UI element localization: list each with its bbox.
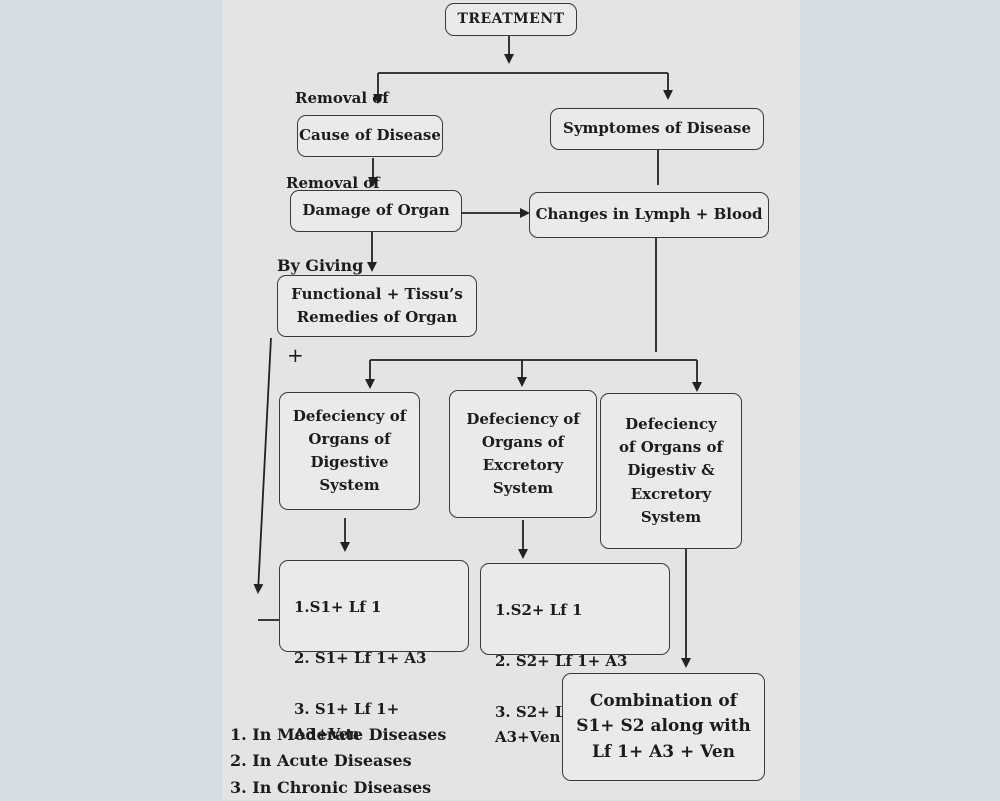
remedy-digestive-box: 1.S1+ Lf 1 2. S1+ Lf 1+ A3 3. S1+ Lf 1+ … [279, 560, 469, 743]
legend-list: 1. In Moderate Diseases 2. In Acute Dise… [230, 722, 446, 801]
legend-item-moderate: 1. In Moderate Diseases [230, 725, 447, 744]
changes-lymph-blood-box: Changes in Lymph + Blood [529, 192, 769, 238]
legend-item-chronic: 3. In Chronic Diseases [230, 777, 432, 797]
deficiency-excretory-box: Defeciency of Organs of Excretory System [449, 390, 597, 518]
combination-box: Combination of S1+ S2 along with Lf 1+ A… [562, 673, 765, 781]
plus-sign: + [287, 343, 304, 367]
deficiency-digestive-box: Defeciency of Organs of Digestive System [279, 392, 420, 510]
remedy-digestive-line-1: 1.S1+ Lf 1 [294, 597, 382, 616]
remedy-excretory-line-1: 1.S2+ Lf 1 [495, 600, 583, 619]
symptoms-of-disease-box: Symptomes of Disease [550, 108, 764, 150]
remedy-digestive-line-2: 2. S1+ Lf 1+ A3 [294, 648, 427, 667]
damage-of-organ-box: Damage of Organ [290, 190, 462, 232]
remedy-excretory-box: 1.S2+ Lf 1 2. S2+ Lf 1+ A3 3. S2+ Lf 1+ … [480, 563, 670, 746]
treatment-box: TREATMENT [445, 3, 577, 36]
functional-tissue-remedies-box: Functional + Tissu’s Remedies of Organ [277, 275, 477, 337]
deficiency-digestive-excretory-box: Defeciency of Organs of Digestiv & Excre… [600, 393, 742, 549]
removal-of-label-2: Removal of [286, 174, 380, 192]
removal-of-label-1: Removal of [295, 89, 389, 107]
by-giving-label: By Giving [277, 256, 364, 275]
legend-item-acute: 2. In Acute Diseases [230, 751, 412, 771]
cause-of-disease-box: Cause of Disease [297, 115, 443, 157]
remedy-digestive-line-3: 3. S1+ Lf 1+ A3+Ven [294, 699, 400, 744]
remedy-excretory-line-2: 2. S2+ Lf 1+ A3 [495, 651, 628, 670]
